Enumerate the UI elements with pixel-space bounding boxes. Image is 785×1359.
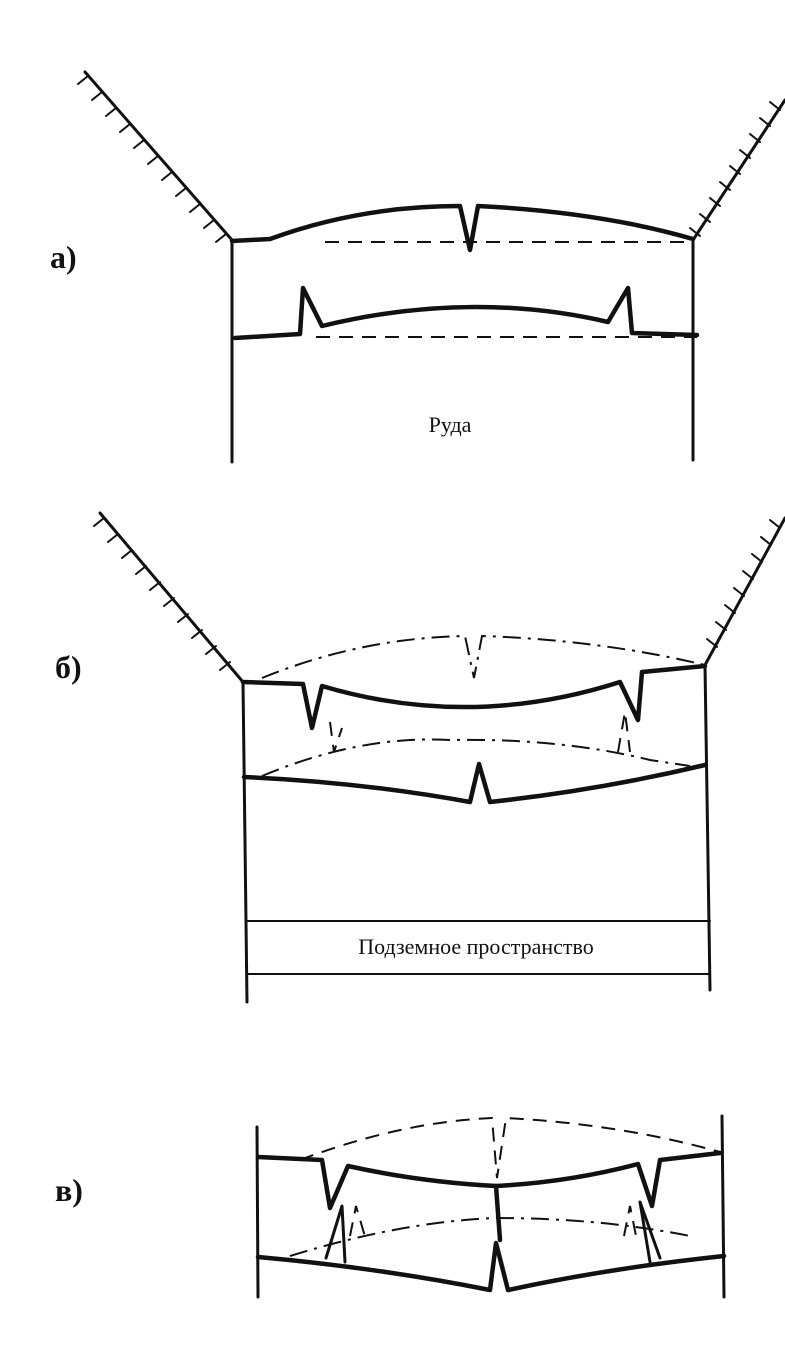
upper-arch-surface xyxy=(229,203,696,253)
panel-a: а) Руда xyxy=(50,70,785,464)
right-pit-slope xyxy=(691,98,785,242)
left-slope-hatching xyxy=(77,75,227,243)
lower-subsided-surface xyxy=(241,761,708,805)
right-wall xyxy=(720,1114,726,1299)
panel-a-label: а) xyxy=(50,239,77,275)
lower-former-surface xyxy=(289,1216,691,1257)
panel-b: б) Подземное простран xyxy=(55,511,785,1004)
left-crack-trace xyxy=(329,721,343,753)
panel-b-label: б) xyxy=(55,649,82,685)
upper-former-surface xyxy=(261,634,706,679)
lower-arch-surface xyxy=(232,285,700,341)
upper-subsided-surface xyxy=(255,1150,723,1211)
left-slope-hatching xyxy=(93,517,231,671)
ore-label: Руда xyxy=(429,412,472,437)
upper-former-surface xyxy=(299,1116,721,1179)
left-pit-slope xyxy=(98,511,245,684)
right-wall xyxy=(703,663,712,992)
lower-subsided-surface xyxy=(255,1240,727,1293)
panel-c: в) xyxy=(55,1114,727,1299)
right-pit-slope xyxy=(703,516,785,667)
right-inner-crack xyxy=(638,1200,662,1264)
right-slope-hatching xyxy=(689,101,781,237)
left-inner-crack xyxy=(324,1204,347,1264)
right-dashed-crack xyxy=(623,1205,637,1237)
underground-space-label: Подземное пространство xyxy=(358,934,594,959)
central-vertical-crack xyxy=(493,1183,503,1243)
left-wall xyxy=(255,1125,260,1299)
left-dashed-crack xyxy=(349,1205,367,1241)
upper-subsided-surface xyxy=(240,663,708,731)
left-wall xyxy=(241,680,249,1004)
right-crack-trace xyxy=(617,711,631,753)
right-slope-hatching xyxy=(706,519,781,648)
panel-c-label: в) xyxy=(55,1172,83,1208)
